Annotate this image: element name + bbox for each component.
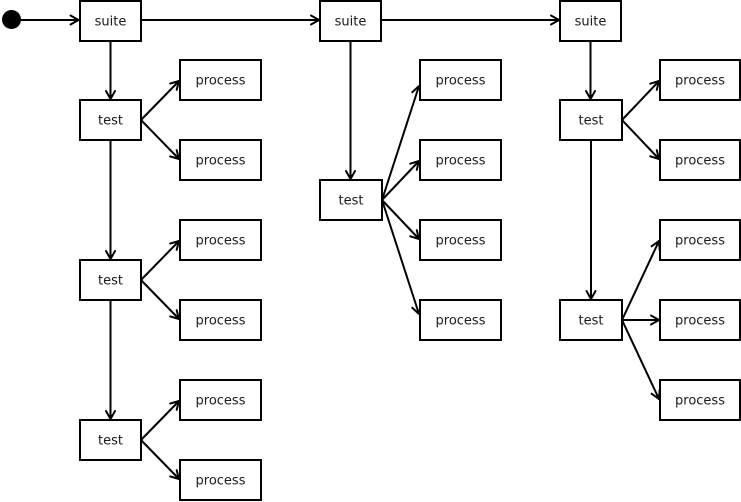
edge-test-2-1-to-process-2-3 [381,199,420,240]
node-process-1-6: process [179,459,262,501]
process-box [179,139,262,181]
edge-test-3-1-to-process-3-1 [621,80,660,121]
edge-test-1-2-to-process-1-3 [140,240,180,281]
edge-test-1-3-to-process-1-5 [140,400,180,441]
process-box [659,219,741,261]
test-label: test [339,194,364,209]
test-box [319,179,383,221]
edge-test-1-2-to-process-1-4 [140,279,180,320]
process-label: process [675,394,725,409]
test-label: test [98,114,123,129]
process-box [179,459,262,501]
process-box [659,139,741,181]
node-process-3-2: process [659,139,741,181]
test-box [79,419,142,461]
edge-test-3-2-to-process-3-3 [621,240,661,321]
test-box [559,299,623,341]
process-label: process [675,234,725,249]
edge-test-1-3-to-process-1-6 [140,439,180,480]
suite-box [559,0,622,42]
suite-box [79,0,142,42]
initial-state-dot [2,10,21,29]
node-test-1-2: test [79,259,142,301]
node-process-3-3: process [659,219,741,261]
edge-test-2-1-to-process-2-2 [381,160,420,201]
node-suite-2: suite [319,0,382,42]
process-box [179,379,262,421]
process-box [179,299,262,341]
suite-label: suite [95,15,127,30]
process-box [419,59,502,101]
process-box [419,139,502,181]
node-test-1-3: test [79,419,142,461]
node-test-3-1: test [559,99,623,141]
process-box [179,219,262,261]
process-box [179,59,262,101]
node-process-3-4: process [659,299,741,341]
process-label: process [436,314,486,329]
test-box [79,259,142,301]
process-box [659,379,741,421]
node-suite-1: suite [79,0,142,42]
process-label: process [196,314,246,329]
edge-test-3-2-to-process-3-5 [621,319,661,400]
test-label: test [98,274,123,289]
node-process-1-5: process [179,379,262,421]
process-box [659,59,741,101]
node-process-1-1: process [179,59,262,101]
suite-label: suite [335,15,367,30]
process-box [419,299,502,341]
node-test-1-1: test [79,99,142,141]
edge-test-1-1-to-process-1-1 [140,80,180,121]
process-label: process [196,154,246,169]
node-process-2-2: process [419,139,502,181]
process-label: process [436,74,486,89]
node-process-2-4: process [419,299,502,341]
node-process-2-3: process [419,219,502,261]
node-process-3-5: process [659,379,741,421]
node-suite-3: suite [559,0,622,42]
node-test-3-2: test [559,299,623,341]
suite-label: suite [575,15,607,30]
process-label: process [196,394,246,409]
node-process-2-1: process [419,59,502,101]
node-process-1-3: process [179,219,262,261]
process-box [419,219,502,261]
node-process-1-4: process [179,299,262,341]
node-process-3-1: process [659,59,741,101]
process-label: process [196,474,246,489]
edge-test-1-1-to-process-1-2 [140,119,180,160]
process-label: process [675,74,725,89]
suite-box [319,0,382,42]
process-label: process [196,234,246,249]
test-box [79,99,142,141]
node-test-2-1: test [319,179,383,221]
edge-layer [21,14,661,480]
test-box [559,99,623,141]
process-label: process [675,314,725,329]
test-label: test [579,114,604,129]
process-label: process [436,234,486,249]
process-label: process [196,74,246,89]
edge-test-3-1-to-process-3-2 [621,119,660,160]
process-label: process [436,154,486,169]
test-label: test [98,434,123,449]
process-label: process [675,154,725,169]
test-label: test [579,314,604,329]
edge-test-2-1-to-process-2-4 [381,199,422,315]
process-box [659,299,741,341]
node-process-1-2: process [179,139,262,181]
edge-test-2-1-to-process-2-1 [381,85,422,201]
